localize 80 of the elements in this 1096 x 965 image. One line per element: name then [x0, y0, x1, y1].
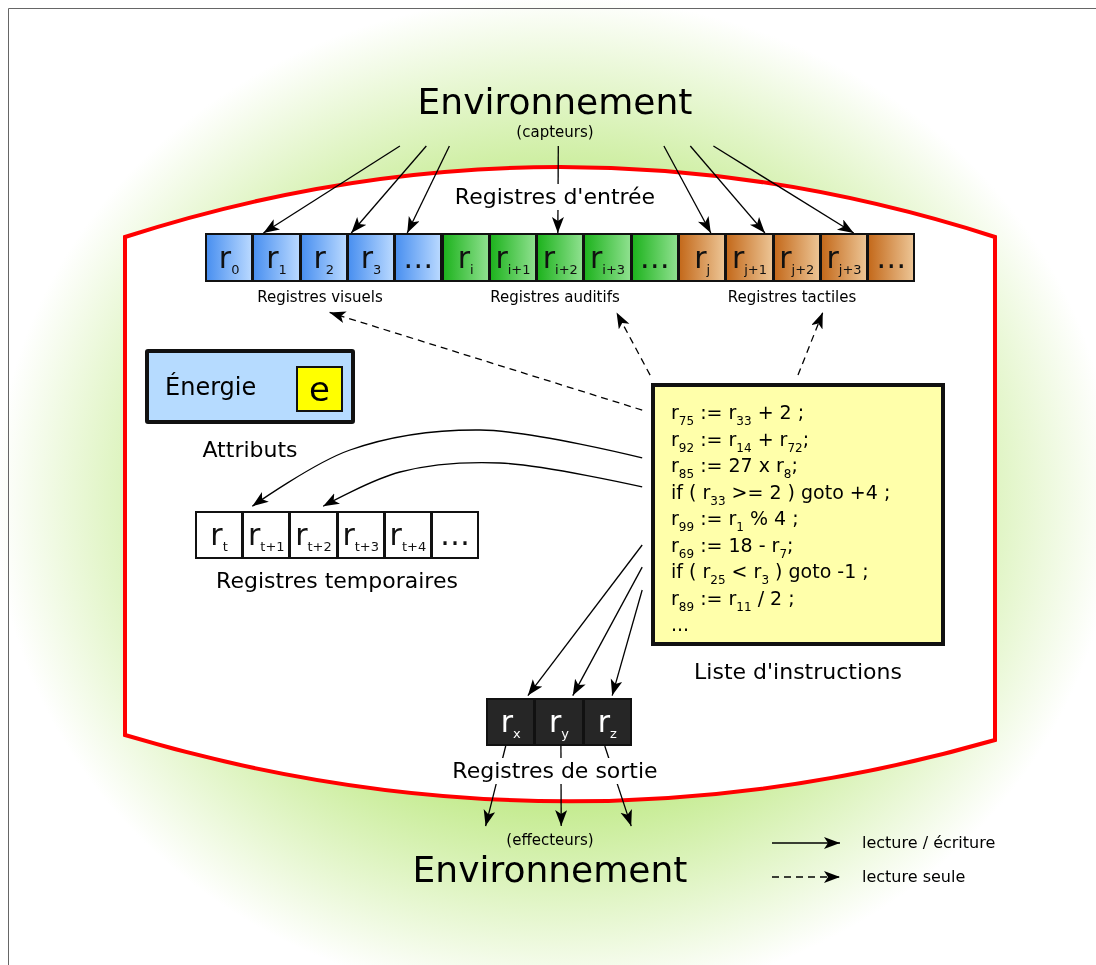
instruction-line: r$_{85}$ := 27 x r$_{8}$; [671, 453, 798, 479]
environment-subtitle: (capteurs) [516, 122, 594, 142]
register-cell [431, 511, 480, 559]
register-name: r$_{i}$ [457, 242, 474, 273]
register-cell [394, 233, 443, 282]
register-cell [336, 511, 385, 559]
register-cell [536, 233, 585, 282]
register-name: r$_{3}$ [360, 242, 382, 273]
register-name: r$_{i+2}$ [542, 242, 578, 273]
register-cell [772, 233, 821, 282]
register-cell [488, 233, 538, 282]
register-cell [582, 698, 632, 746]
register-cell [242, 511, 291, 559]
value-cell [296, 366, 343, 412]
register-name: r$_{1}$ [266, 242, 287, 273]
register-cell [205, 233, 254, 282]
arrow [251, 429, 643, 507]
panel-caption: Liste d'instructions [694, 659, 902, 684]
register-cell [383, 511, 432, 559]
dashed-arrow [797, 311, 824, 376]
register-name: r$_{t+1}$ [247, 520, 285, 550]
group-caption: Registres visuels [240, 286, 400, 308]
register-name: r$_{0}$ [218, 242, 240, 273]
instruction-line: r$_{69}$ := 18 - r$_{7}$; [671, 532, 794, 558]
instruction-line: r$_{92}$ := r$_{14}$ + r$_{72}$; [671, 426, 810, 452]
environment-title: Environnement [417, 82, 693, 122]
register-cell [299, 233, 348, 282]
arrow [350, 145, 427, 234]
register-cell [252, 233, 301, 282]
register-name: r$_{t+4}$ [389, 520, 427, 550]
register-cell [583, 233, 632, 282]
instruction-line: r$_{75}$ := r$_{33}$ + 2 ; [671, 400, 805, 426]
register-cell [867, 233, 916, 282]
instruction-line: if ( r$_{33}$ >= 2 ) goto +4 ; [671, 479, 891, 505]
arrow [712, 145, 855, 234]
dashed-arrow [328, 311, 643, 411]
register-name: … [440, 520, 471, 550]
register-name: r$_{x}$ [500, 707, 521, 737]
register-name: r$_{i+1}$ [495, 242, 531, 273]
register-name: … [639, 242, 670, 273]
register-name: … [876, 242, 907, 273]
legend-label: lecture / écriture [862, 833, 996, 853]
register-name: r$_{z}$ [597, 707, 617, 737]
register-cell [725, 233, 774, 282]
panel-caption: Attributs [202, 437, 298, 462]
group-caption: Registres tactiles [711, 286, 873, 308]
dashed-arrow [615, 311, 651, 376]
environment-subtitle: (effecteurs) [506, 830, 594, 850]
register-cell [819, 233, 869, 282]
instruction-line: ... [671, 612, 690, 637]
register-cell [630, 233, 679, 282]
legend-label: lecture seule [862, 867, 966, 887]
attribute-value: e [309, 372, 330, 406]
attribute-name: Énergie [165, 373, 257, 401]
register-name: r$_{t+2}$ [295, 520, 332, 550]
instruction-line: if ( r$_{25}$ < r$_{3}$ ) goto -1 ; [671, 559, 869, 585]
register-cell [678, 233, 727, 282]
register-cell [289, 511, 338, 559]
register-name: r$_{2}$ [313, 242, 335, 273]
arrow [406, 145, 451, 234]
register-cell [486, 698, 536, 746]
register-cell [346, 233, 396, 282]
arrow [689, 145, 766, 234]
register-name: r$_{t}$ [210, 520, 228, 550]
register-name: r$_{i+3}$ [589, 242, 626, 273]
instruction-line: r$_{99}$ := r$_{1}$ % 4 ; [671, 506, 799, 532]
arrow [527, 544, 643, 697]
register-cell [195, 511, 244, 559]
register-name: r$_{t+3}$ [342, 520, 379, 550]
instruction-line: r$_{89}$ := r$_{11}$ / 2 ; [671, 585, 795, 611]
environment-title: Environnement [412, 850, 688, 890]
arrow [262, 145, 401, 234]
arrow [322, 462, 643, 507]
arrow [610, 589, 643, 697]
register-cell [441, 233, 490, 282]
arrow [572, 566, 643, 697]
register-cell [534, 698, 584, 746]
group-caption: Registres auditifs [474, 286, 636, 308]
arrow [663, 145, 712, 234]
register-name: … [403, 242, 434, 273]
